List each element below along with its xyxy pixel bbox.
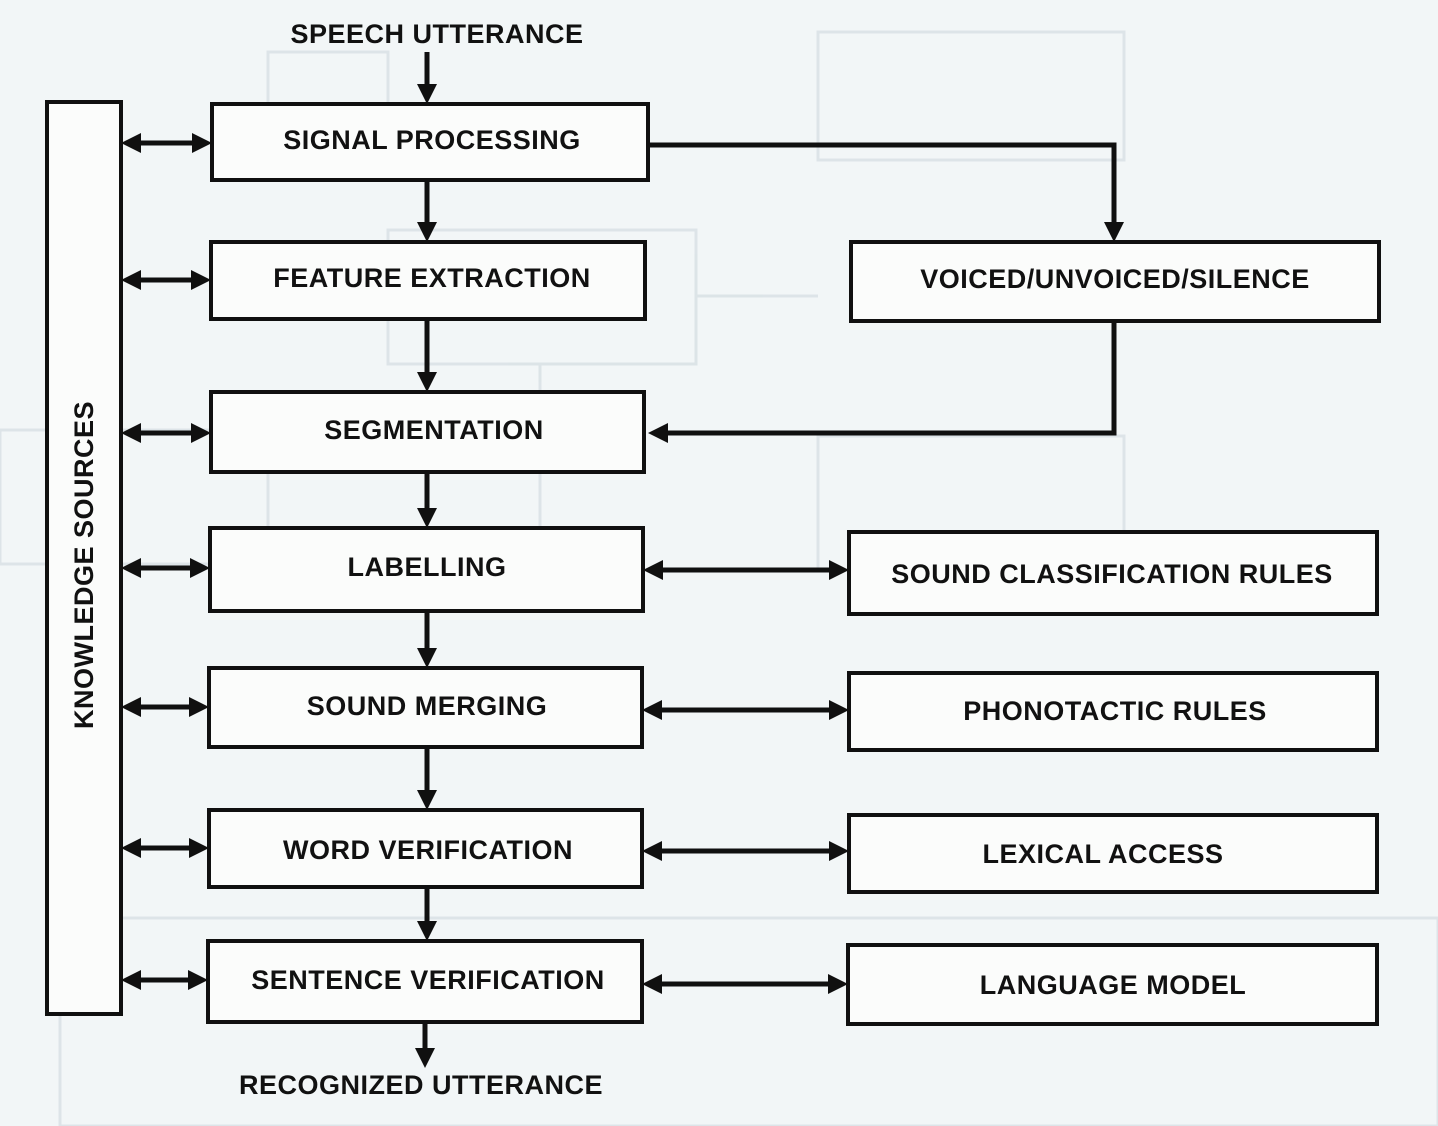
recognized-utterance-label: RECOGNIZED UTTERANCE: [239, 1070, 603, 1100]
sentence-verification-box: [206, 939, 644, 1024]
feature-extraction-label: FEATURE EXTRACTION: [273, 263, 591, 293]
labelling-label: LABELLING: [348, 552, 507, 582]
language-model-label: LANGUAGE MODEL: [980, 970, 1247, 1000]
phonotactic-rules-label: PHONOTACTIC RULES: [963, 696, 1267, 726]
sentence-verification-label: SENTENCE VERIFICATION: [251, 965, 605, 995]
voiced-unvoiced-silence-label: VOICED/UNVOICED/SILENCE: [920, 264, 1310, 294]
side-module-arrows: [642, 560, 849, 994]
segmentation-label: SEGMENTATION: [324, 415, 544, 445]
sound-classification-rules-box: [847, 530, 1379, 616]
knowledge-sources-arrows: [121, 133, 212, 990]
knowledge-sources-label: KNOWLEDGE SOURCES: [69, 401, 99, 729]
word-verification-box: [207, 808, 644, 889]
phonotactic-rules-box: [847, 671, 1379, 752]
sound-merging-label: SOUND MERGING: [307, 691, 548, 721]
voiced-unvoiced-silence-box: [849, 240, 1381, 323]
downward-flow-arrows: [415, 52, 437, 1068]
signal-processing-label: SIGNAL PROCESSING: [283, 125, 581, 155]
word-verification-label: WORD VERIFICATION: [283, 835, 573, 865]
speech-utterance-label: SPEECH UTTERANCE: [290, 19, 583, 49]
voicing-path-arrows: [648, 142, 1124, 443]
language-model-box: [846, 943, 1379, 1026]
signal-processing-box: [210, 102, 650, 182]
lexical-access-box: [847, 813, 1379, 894]
sound-classification-rules-label: SOUND CLASSIFICATION RULES: [891, 559, 1333, 589]
lexical-access-label: LEXICAL ACCESS: [982, 839, 1223, 869]
knowledge-sources-box: [45, 100, 123, 1016]
